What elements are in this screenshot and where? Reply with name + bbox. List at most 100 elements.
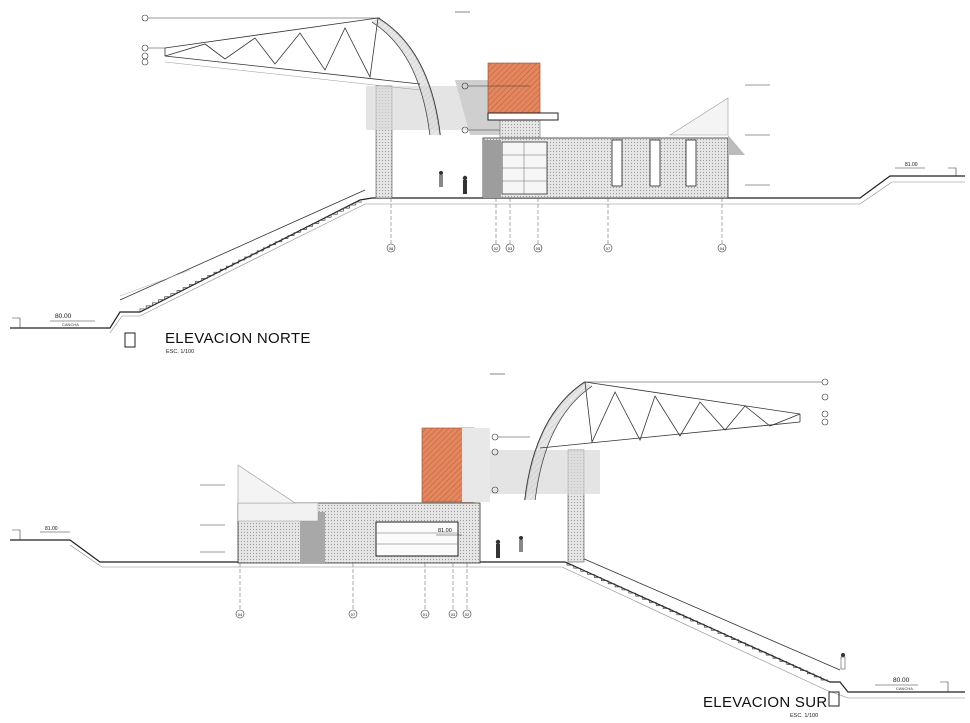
stair-tread xyxy=(250,253,258,257)
stair-tread xyxy=(287,235,295,239)
level-low-label: CANCHA xyxy=(896,686,913,691)
stairs xyxy=(139,201,362,312)
stair-tread xyxy=(710,627,719,631)
stair-tread xyxy=(752,645,760,650)
stair-tread xyxy=(232,262,239,267)
stair-tread xyxy=(145,305,153,309)
level-mid-text: 81.00 xyxy=(438,528,452,534)
stair-tread xyxy=(697,621,705,625)
garage-opening xyxy=(375,521,459,557)
axis-bubble xyxy=(420,609,430,619)
stair-tread xyxy=(717,630,725,634)
stair-tread xyxy=(299,229,307,233)
stair-tread xyxy=(580,568,588,572)
tower-light xyxy=(462,428,490,502)
stair-tread xyxy=(355,201,362,206)
stair-tread xyxy=(318,219,325,224)
level-high-marker: 81.00 xyxy=(40,526,70,533)
stair-tread xyxy=(614,583,622,588)
stair-tread xyxy=(207,274,214,279)
axis-bubble xyxy=(448,609,458,619)
stair-tread xyxy=(765,652,774,656)
level-low-text: 80.00 xyxy=(55,313,72,320)
stair-tread xyxy=(621,586,629,591)
axis-label: 02 xyxy=(494,246,499,251)
shade-volume xyxy=(490,450,600,494)
stair-tread xyxy=(669,608,677,613)
stair-tread xyxy=(256,250,264,254)
level-low-marker: 80.00 CANCHA xyxy=(50,313,95,327)
footing xyxy=(828,691,840,707)
stair-tread xyxy=(820,676,828,681)
stair-tread xyxy=(813,673,822,678)
stair-tread xyxy=(158,299,165,303)
stair-tread xyxy=(182,287,190,291)
stair-tread xyxy=(807,670,815,675)
stair-tread xyxy=(336,210,344,215)
axis-bubble xyxy=(462,609,472,619)
stair-tread xyxy=(690,617,698,622)
axis-label: 03 xyxy=(451,612,456,617)
stair-tread xyxy=(772,655,780,659)
stair-tread xyxy=(306,226,313,230)
cantilever-truss xyxy=(164,17,421,85)
stair-tread xyxy=(188,284,196,288)
ground-line-lower xyxy=(109,181,965,334)
stair-tread xyxy=(139,308,147,312)
stair-tread xyxy=(201,278,208,282)
stair-tread xyxy=(607,580,616,585)
ground-line xyxy=(10,175,965,329)
stair-tread xyxy=(281,238,288,242)
stair-tread xyxy=(724,633,732,637)
axis-bubble xyxy=(717,243,727,253)
stair-tread xyxy=(293,232,301,236)
axis-bubble xyxy=(235,609,245,619)
brick-tower xyxy=(487,62,541,116)
title-elevacion-norte: ELEVACION NORTE xyxy=(165,330,311,347)
shade-volume xyxy=(366,86,476,130)
railing-top xyxy=(119,269,191,297)
stair-tread xyxy=(225,265,233,270)
windows xyxy=(611,139,697,187)
tower-lower xyxy=(499,117,541,141)
person-figures xyxy=(495,536,846,670)
ground-line-lower xyxy=(69,544,965,699)
axis-label: 02 xyxy=(465,612,470,617)
stair-tread xyxy=(793,664,801,668)
stair-tread xyxy=(573,565,581,569)
stair-tread xyxy=(731,636,739,640)
stair-tread xyxy=(683,614,691,619)
cantilever-truss xyxy=(539,381,801,449)
stair-tread xyxy=(662,605,671,609)
axis-bubble xyxy=(533,243,543,253)
axis-label: 04 xyxy=(720,246,725,251)
stair-tread xyxy=(566,562,574,566)
level-mid-marker: 81.00 xyxy=(436,528,462,536)
stair-tread xyxy=(330,213,338,218)
axis-label: 05 xyxy=(536,246,541,251)
stair-tread xyxy=(164,296,171,300)
person-figures xyxy=(439,171,468,194)
stair-tread xyxy=(600,577,609,581)
level-low-label: CANCHA xyxy=(62,322,79,327)
footing xyxy=(124,332,136,348)
stair-tread xyxy=(176,290,184,294)
stair-tread xyxy=(269,244,276,248)
axis-bubble xyxy=(348,609,358,619)
stair-tread xyxy=(324,216,332,221)
axis-label: 07 xyxy=(351,612,356,617)
skylight xyxy=(237,464,296,504)
stair-tread xyxy=(655,602,664,606)
level-low-text: 80.00 xyxy=(893,677,910,684)
canopy xyxy=(487,112,559,121)
stair-tread xyxy=(349,204,356,209)
stair-tread xyxy=(642,596,650,600)
axis-lines xyxy=(390,198,723,244)
axis-bubble xyxy=(603,243,613,253)
stair-tread xyxy=(779,658,787,662)
axis-label: 07 xyxy=(606,246,611,251)
